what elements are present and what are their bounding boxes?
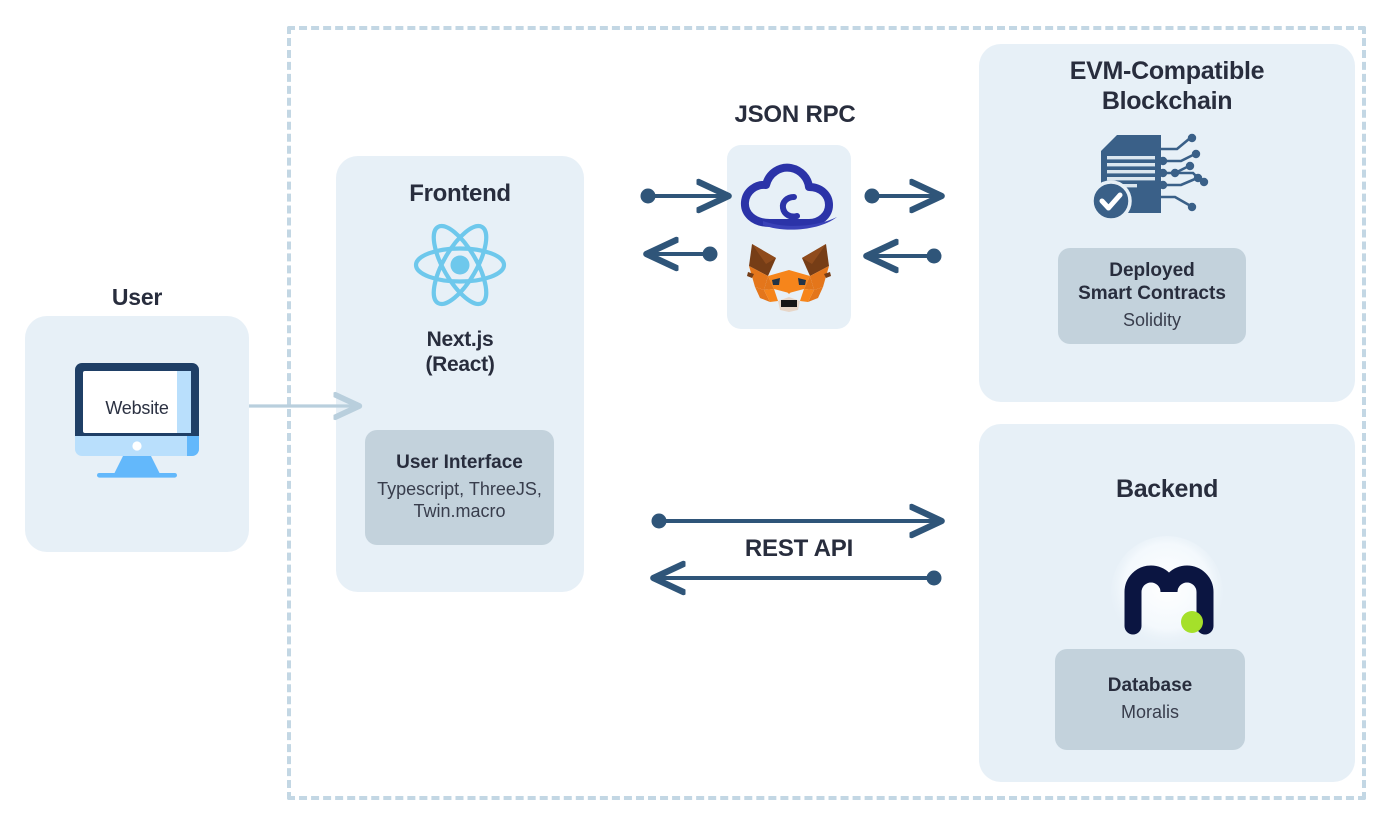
backend-title: Backend [1115, 475, 1219, 503]
react-logo-icon [410, 220, 510, 310]
json-rpc-panel[interactable] [727, 145, 851, 329]
frontend-stack-label: Next.js (React) [336, 328, 584, 378]
deployed-smart-contracts-subbox[interactable]: Deployed Smart Contracts Solidity [1058, 248, 1246, 344]
website-label: Website [105, 398, 169, 418]
rest-api-label: REST API [744, 535, 854, 562]
smart-contract-document-icon [1089, 129, 1213, 225]
user-interface-subtitle-line2: Twin.macro [413, 501, 506, 522]
frontend-panel[interactable]: Frontend Next.js (React) User Interface … [336, 156, 584, 592]
frontend-title: Frontend [409, 180, 511, 207]
user-interface-title: User Interface [396, 452, 523, 474]
contracts-title-line2: Smart Contracts [1078, 283, 1226, 305]
evm-title-line1: EVM-Compatible [1069, 57, 1265, 85]
deployed-smart-contracts-title: Deployed Smart Contracts [1078, 260, 1226, 306]
desktop-monitor-icon: Website [67, 352, 207, 492]
user-interface-subbox[interactable]: User Interface Typescript, ThreeJS, Twin… [365, 430, 554, 545]
json-rpc-label: JSON RPC [734, 101, 856, 128]
user-interface-subtitle: Typescript, ThreeJS, Twin.macro [377, 478, 542, 523]
deployed-smart-contracts-subtitle: Solidity [1122, 310, 1182, 331]
alchemy-cloud-icon [739, 161, 839, 233]
metamask-fox-icon [746, 242, 832, 314]
evm-blockchain-title: EVM-Compatible Blockchain [999, 57, 1335, 116]
contracts-title-line1: Deployed [1109, 260, 1195, 282]
backend-panel[interactable]: Backend Database Moralis [979, 424, 1355, 782]
frontend-stack-line2: (React) [425, 352, 495, 376]
user-interface-subtitle-line1: Typescript, ThreeJS, [377, 478, 542, 499]
user-label: User [111, 284, 163, 310]
database-subbox[interactable]: Database Moralis [1055, 649, 1245, 750]
evm-title-line2: Blockchain [1101, 86, 1233, 115]
database-subtitle: Moralis [1120, 702, 1179, 723]
database-title: Database [1107, 675, 1193, 697]
moralis-logo-icon [1103, 534, 1231, 654]
evm-blockchain-panel[interactable]: EVM-Compatible Blockchain [979, 44, 1355, 402]
user-panel[interactable]: Website [25, 316, 249, 552]
frontend-stack-line1: Next.js [426, 328, 494, 351]
system-boundary-dashed-border [287, 26, 1366, 800]
